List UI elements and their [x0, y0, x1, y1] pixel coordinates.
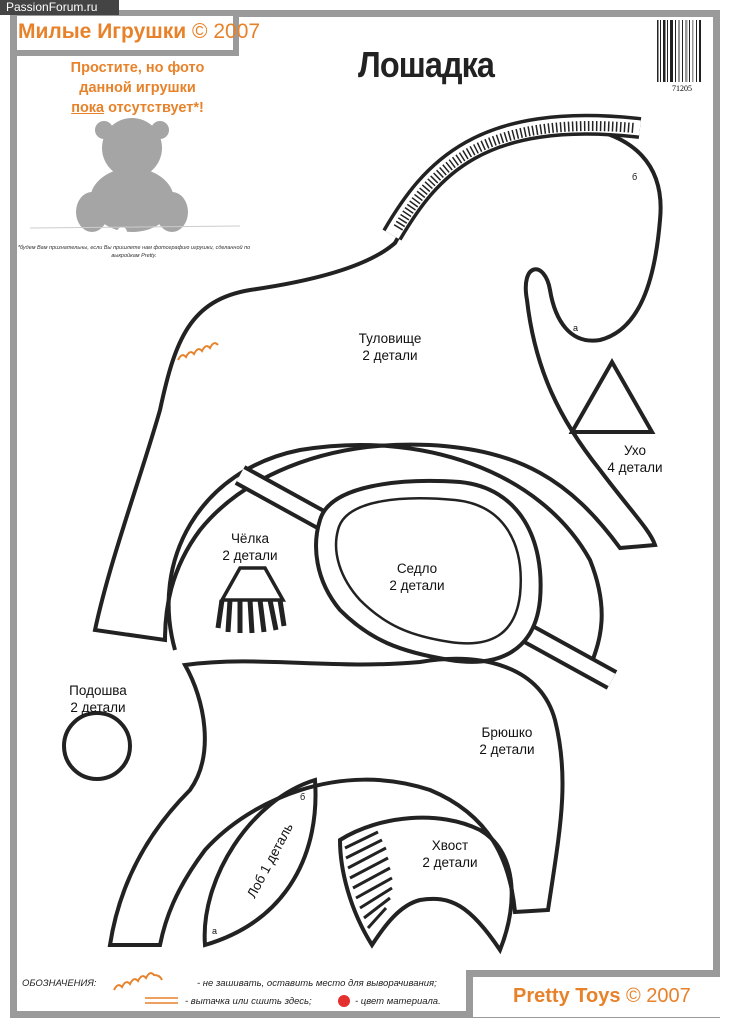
tail-fringe [344, 830, 393, 930]
legend-material-color-icon [338, 995, 350, 1007]
piece-count: 2 детали [362, 348, 418, 363]
page-title: Лошадка [358, 44, 495, 85]
piece-name: Седло [396, 561, 438, 576]
belly-label: Брюшко 2 детали [457, 724, 557, 758]
legend-dart-text: - вытачка или сшить здесь; [185, 996, 312, 1007]
sole-piece [62, 711, 132, 781]
legend-opening-text: - не зашивать, оставить место для вывора… [197, 978, 437, 989]
piece-count: 4 детали [607, 460, 663, 475]
opening-mark [177, 342, 219, 361]
forelock-label: Чёлка 2 детали [200, 530, 300, 564]
piece-count: 2 детали [389, 578, 445, 593]
piece-count: 2 детали [222, 548, 278, 563]
apology-line: данной игрушки [79, 80, 196, 96]
saddle-piece-outer [314, 478, 543, 664]
apology-line: отсутствует*! [104, 100, 204, 116]
legend-color-text: - цвет материала. [355, 996, 441, 1007]
apology-underlined: пока [71, 100, 105, 116]
forelock-piece [215, 566, 287, 634]
piece-count: 2 детали [70, 700, 126, 715]
piece-name: Ухо [623, 443, 647, 458]
piece-name: Подошва [69, 683, 127, 698]
barcode-number: 71205 [672, 84, 692, 93]
footer-brand-name: Pretty Toys [513, 985, 621, 1007]
piece-count: 2 детали [422, 855, 478, 870]
tail-label: Хвост 2 детали [400, 837, 500, 871]
piece-name: Брюшко [481, 725, 533, 740]
tail-piece [337, 815, 514, 955]
saddle-piece-inner [334, 497, 522, 645]
forehead-piece [202, 777, 318, 948]
mark-b: б [632, 172, 638, 182]
apology-line: Простите, но фото [70, 60, 205, 76]
mark-a: а [573, 323, 579, 333]
body-label: Туловище 2 детали [340, 330, 440, 364]
piece-name: Чёлка [230, 531, 270, 546]
apology-text: Простите, но фото данной игрушки пока от… [30, 58, 245, 118]
legend: ОБОЗНАЧЕНИЯ: - не зашивать, оставить мес… [22, 978, 441, 1007]
body-piece [92, 122, 663, 643]
footnote: *будем Вам признательны, если Вы пришлет… [17, 245, 251, 259]
footer-brand: Pretty Toys © 2007 [513, 985, 691, 1008]
legend-opening-icon [113, 972, 163, 991]
ear-label: Ухо 4 детали [585, 442, 685, 476]
brand-copyright: © 2007 [192, 20, 261, 43]
footer-copyright: © 2007 [626, 985, 691, 1007]
brand-name: Милые Игрушки [18, 20, 187, 43]
belly-piece [107, 656, 565, 947]
legend-title: ОБОЗНАЧЕНИЯ: [22, 978, 97, 989]
saddle-label: Седло 2 детали [367, 560, 467, 594]
footer-brand-box: Pretty Toys © 2007 [466, 970, 720, 1017]
watermark[interactable]: PassionForum.ru [0, 0, 119, 15]
brand-header-box [10, 10, 239, 56]
head-dome-piece [166, 442, 604, 663]
ear-piece [568, 357, 656, 434]
mark-a: а [212, 926, 218, 936]
mane-hatch-lines [393, 121, 636, 231]
legend-dart-icon [145, 997, 178, 1004]
teddy-bear-illustration [29, 118, 241, 237]
page-frame [10, 10, 720, 1018]
piece-name: Туловище [358, 331, 422, 346]
piece-name: Хвост [431, 838, 469, 853]
mark-b: б [300, 792, 306, 802]
barcode [657, 20, 701, 82]
sole-label: Подошва 2 детали [48, 682, 148, 716]
piece-count: 2 детали [479, 742, 535, 757]
brand-header: Милые Игрушки © 2007 [18, 20, 260, 44]
